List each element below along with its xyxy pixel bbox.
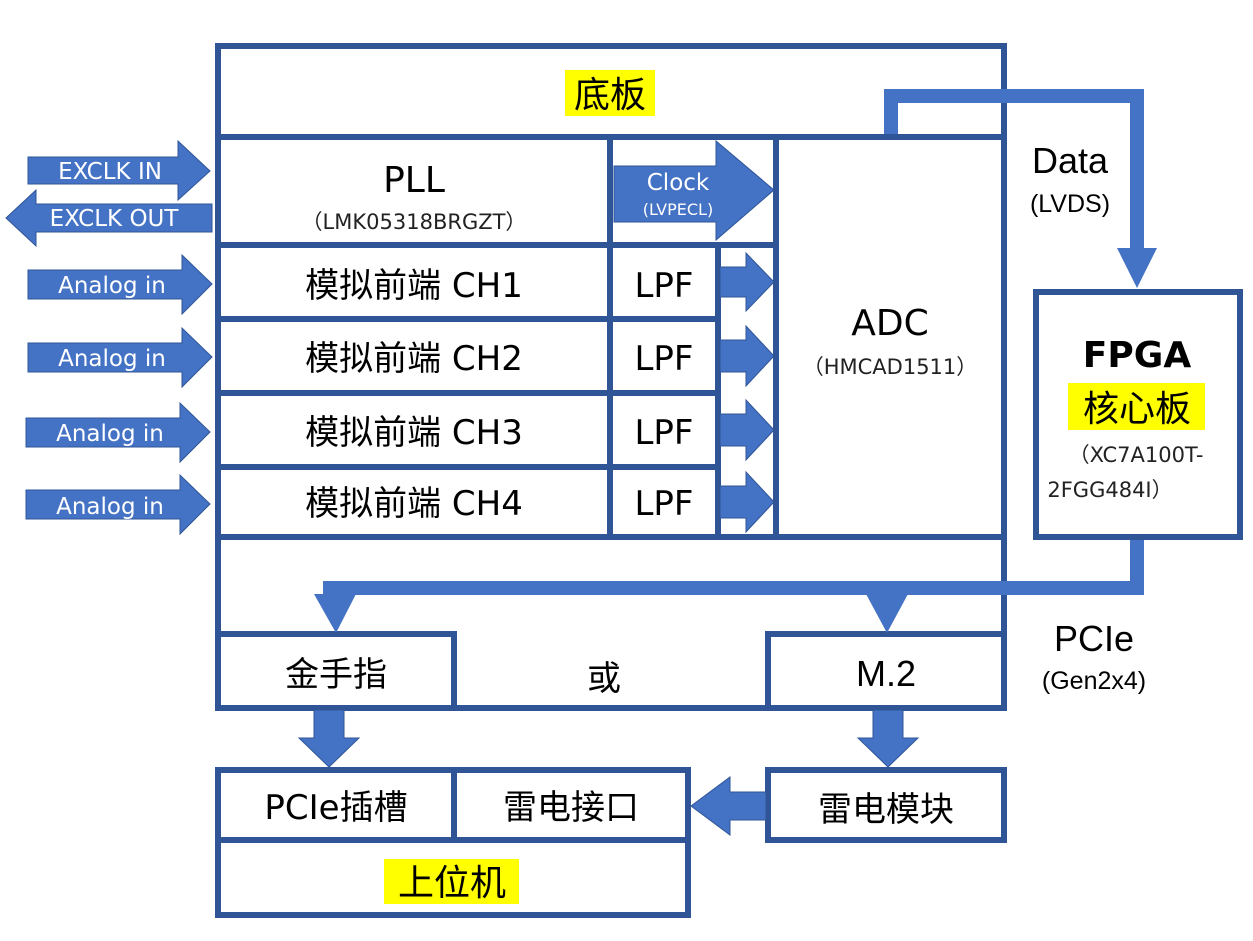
data-link-label: Data xyxy=(1032,140,1109,181)
analog-in-ch2-label: Analog in xyxy=(58,346,166,372)
lpf-ch3-label: LPF xyxy=(634,413,693,453)
frontend-ch4-label: 模拟前端 CH4 xyxy=(305,484,523,524)
m2-box xyxy=(765,631,1007,711)
exclk-in-label: EXCLK IN xyxy=(58,159,162,185)
data-lvds-path xyxy=(884,89,1144,255)
pll-title: PLL xyxy=(383,160,445,201)
thunderbolt-module-label: 雷电模块 xyxy=(818,790,954,830)
analog-in-ch1-label: Analog in xyxy=(58,273,166,299)
lpf-ch2-to-adc-arrow xyxy=(719,324,775,388)
m2-to-thunderbolt-module-arrow xyxy=(856,709,920,768)
analog-in-ch4-label: Analog in xyxy=(56,494,164,520)
analog-in-ch4-arrow xyxy=(25,473,211,536)
host-title-highlight xyxy=(384,859,519,904)
frontend-ch3-label: 模拟前端 CH3 xyxy=(305,413,523,453)
data-lvds-arrowhead xyxy=(1117,248,1157,288)
baseboard-title: 底板 xyxy=(574,74,646,115)
lpf-ch4-to-adc-arrow xyxy=(719,470,775,534)
pcie-slot-box xyxy=(215,767,457,843)
exclk-out-label: EXCLK OUT xyxy=(50,206,180,232)
frontend-ch4-box xyxy=(215,464,613,540)
data-link-sub: (LVDS) xyxy=(1030,190,1110,218)
clock-arrow-sub: (LVPECL) xyxy=(643,200,713,219)
lpf-ch4-label: LPF xyxy=(634,484,693,524)
frontend-ch1-label: 模拟前端 CH1 xyxy=(305,266,523,306)
pcie-to-m2-arrowhead xyxy=(866,594,908,633)
analog-in-ch3-label: Analog in xyxy=(56,421,164,447)
pll-part: （LMK05318BRGZT） xyxy=(302,210,527,234)
exclk-out-arrow xyxy=(5,188,213,248)
lpf-ch1-to-adc-arrow xyxy=(719,251,775,313)
thunderbolt-module-box xyxy=(765,767,1007,843)
fpga-part-line2: 2FGG484I） xyxy=(1047,478,1172,502)
clock-arrow xyxy=(613,139,775,242)
analog-in-ch3-arrow xyxy=(25,401,211,464)
pcie-link-label: PCIe xyxy=(1054,618,1134,659)
host-title: 上位机 xyxy=(398,862,506,903)
exclk-in-arrow xyxy=(27,139,211,202)
gold-finger-box xyxy=(215,631,457,711)
gold-finger-to-pcie-slot-arrow xyxy=(297,709,361,768)
thunderbolt-port-label: 雷电接口 xyxy=(503,788,639,828)
pcie-link-sub: (Gen2x4) xyxy=(1042,667,1146,695)
adc-box xyxy=(773,134,1007,540)
thunderbolt-module-to-port-arrow xyxy=(690,776,767,836)
or-label: 或 xyxy=(587,659,621,699)
analog-in-ch1-arrow xyxy=(27,253,213,316)
m2-label: M.2 xyxy=(856,653,916,694)
adc-part: （HMCAD1511） xyxy=(803,355,978,379)
fpga-subtitle-highlight xyxy=(1068,383,1205,430)
thunderbolt-port-box xyxy=(451,767,691,843)
fpga-subtitle: 核心板 xyxy=(1083,388,1191,429)
frontend-ch2-label: 模拟前端 CH2 xyxy=(305,339,523,379)
frontend-ch2-box xyxy=(215,316,613,396)
lpf-ch2-label: LPF xyxy=(634,339,693,379)
adc-title: ADC xyxy=(851,303,928,344)
pcie-slot-label: PCIe插槽 xyxy=(264,788,407,828)
pcie-to-gold-finger-arrowhead xyxy=(314,594,356,633)
fpga-part-line1: （XC7A100T- xyxy=(1069,443,1204,467)
analog-in-ch2-arrow xyxy=(27,326,213,389)
lpf-ch1-label: LPF xyxy=(634,266,693,306)
baseboard-title-highlight xyxy=(565,70,655,116)
lpf-ch3-to-adc-arrow xyxy=(719,398,775,462)
fpga-title: FPGA xyxy=(1083,335,1192,376)
gold-finger-label: 金手指 xyxy=(285,655,387,695)
clock-arrow-label: Clock xyxy=(647,170,710,196)
